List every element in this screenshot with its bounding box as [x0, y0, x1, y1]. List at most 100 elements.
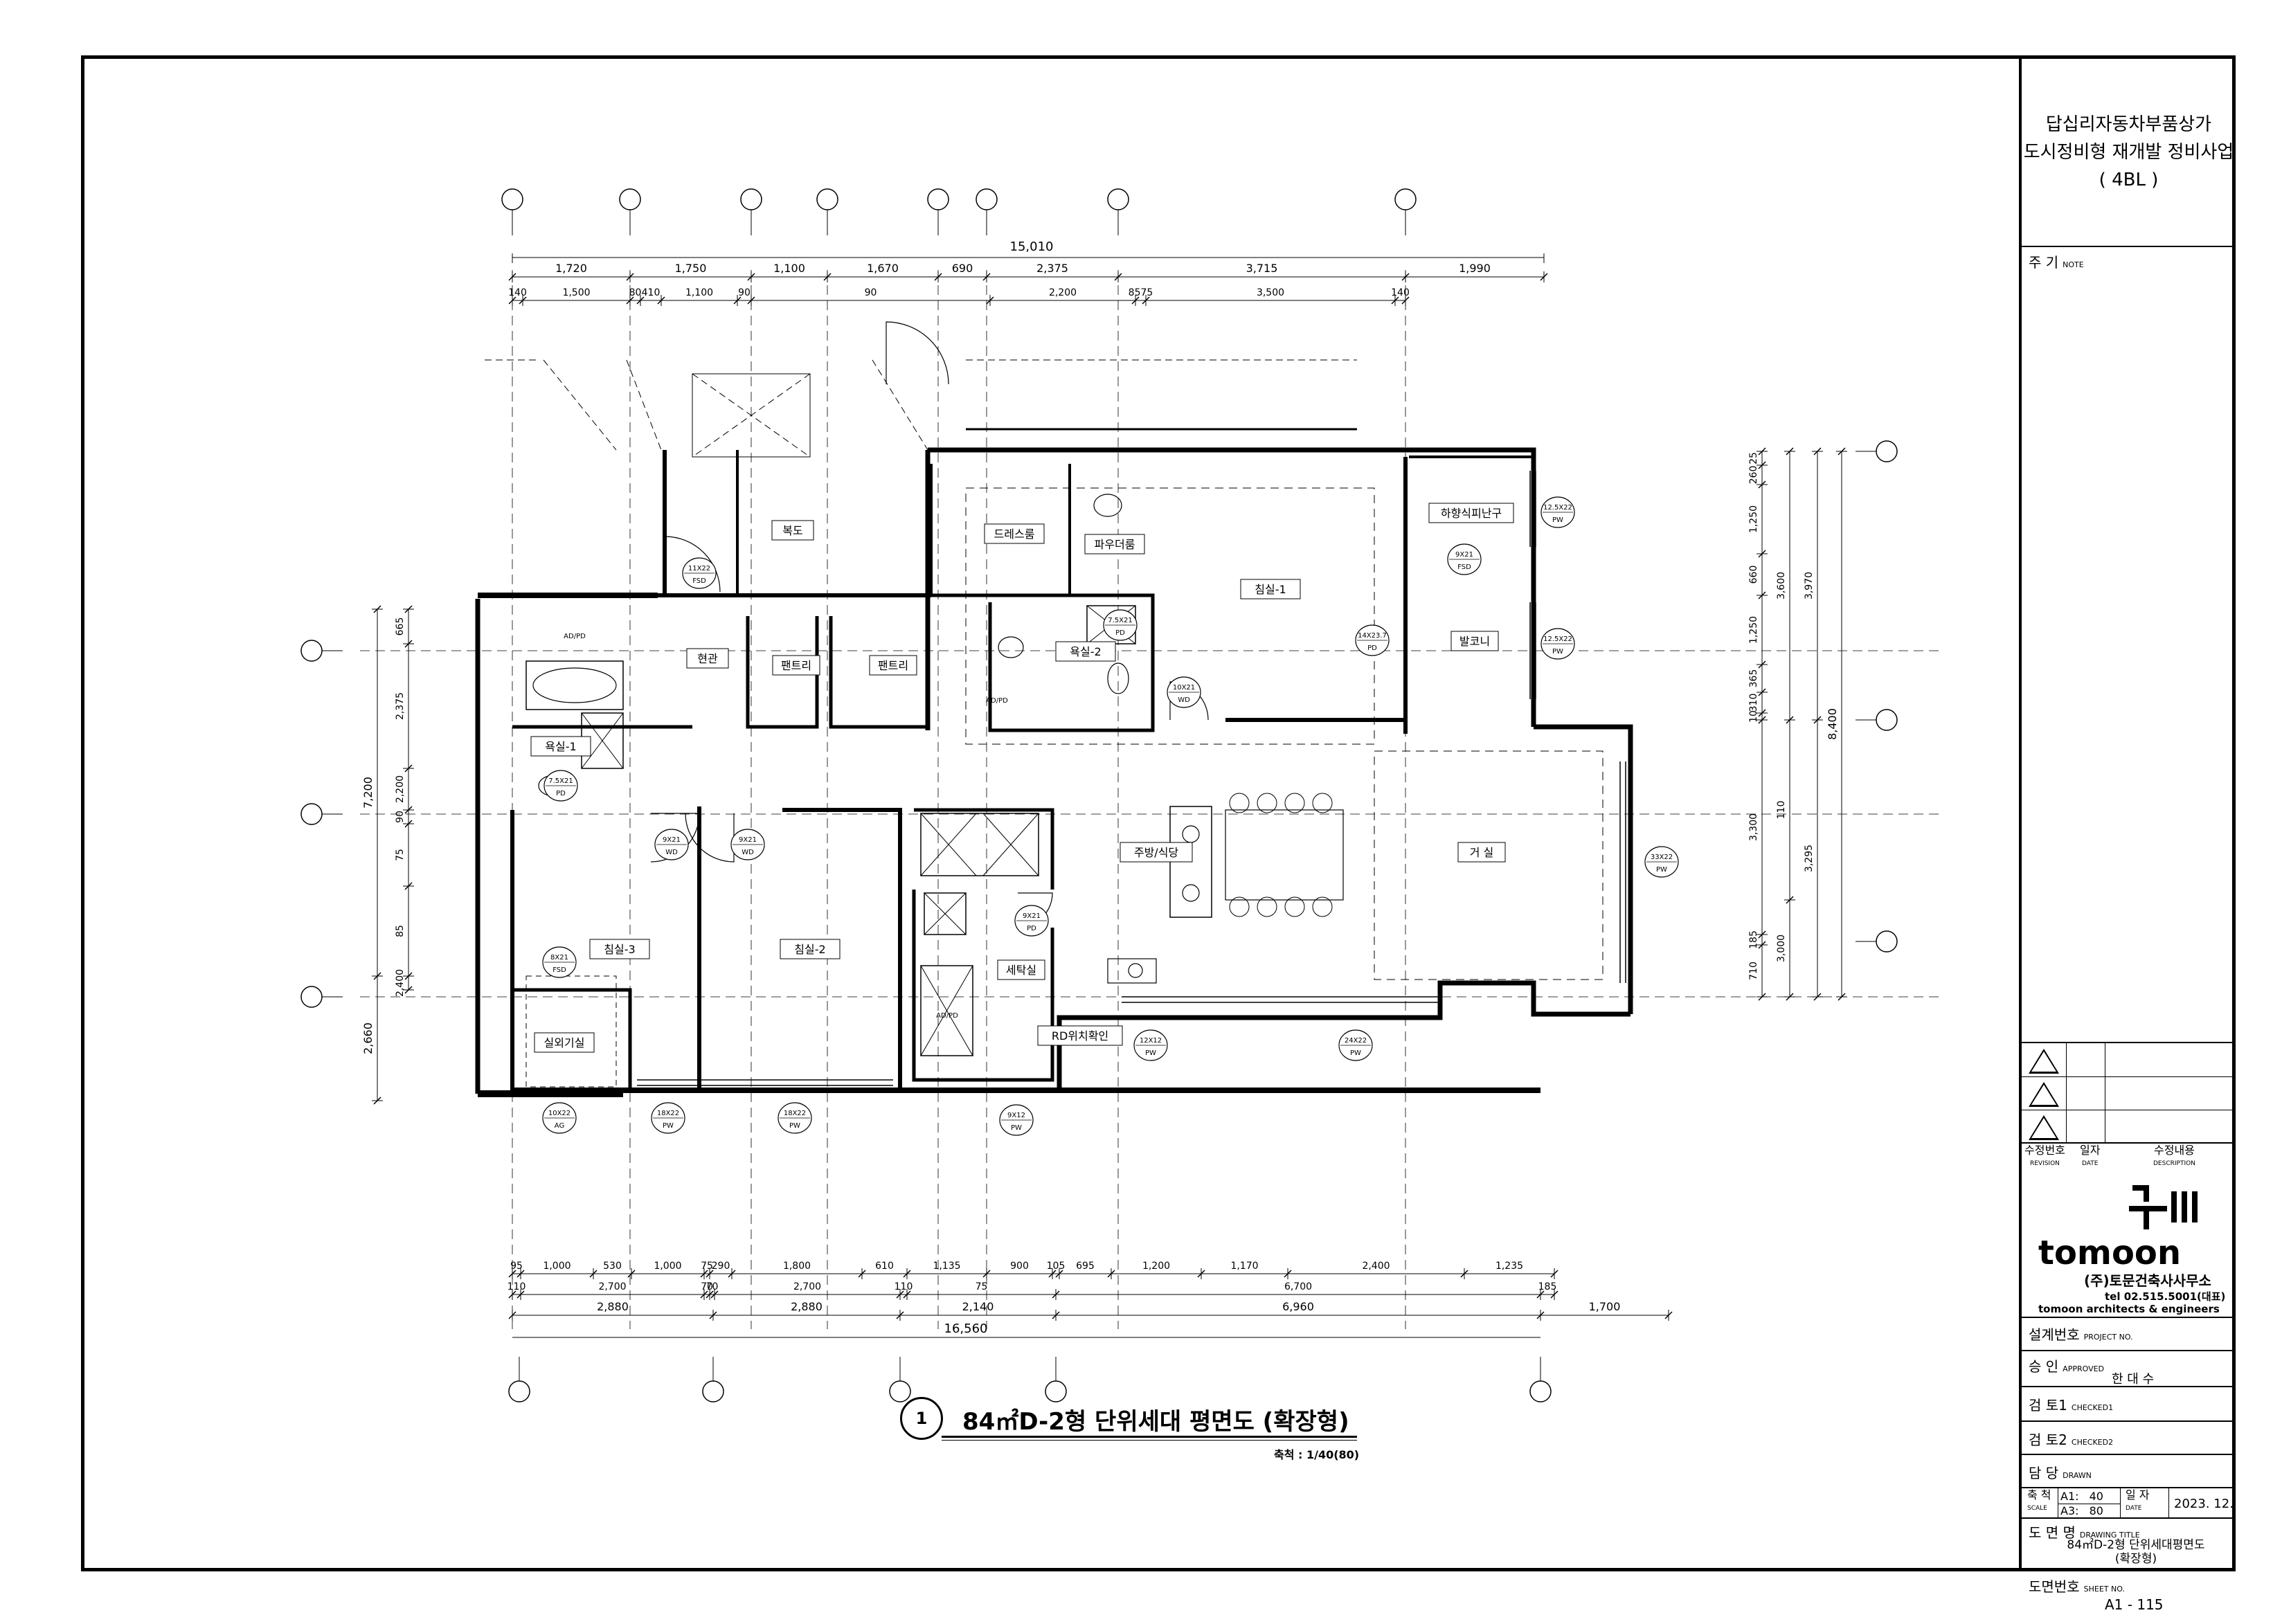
dimension-tick — [519, 296, 527, 305]
revision-desc-sub: DESCRIPTION — [2153, 1160, 2195, 1167]
shower-x — [581, 712, 624, 769]
dimension-tick — [1055, 1270, 1063, 1278]
dimension-right-b: 3,000 — [1776, 935, 1787, 962]
grid-bubble-icon — [1394, 188, 1417, 210]
dimension-tick — [1052, 1311, 1060, 1319]
room-label-box — [589, 939, 650, 959]
opening-tag-type-1: PD — [1367, 644, 1377, 652]
grid-bubble-icon — [300, 986, 323, 1008]
room-label-0: 복도 — [782, 524, 802, 537]
room-label-8: 팬트리 — [878, 659, 908, 672]
grid-bubble-icon — [501, 188, 523, 210]
room-label-1: 드레스룸 — [994, 527, 1035, 541]
dimension-tick — [1758, 688, 1766, 696]
dimension-tick — [636, 296, 645, 305]
dimension-tick — [404, 986, 413, 994]
dimension-tick — [373, 972, 381, 980]
dimension-right-b: 110 — [1776, 801, 1787, 820]
dimension-tick — [733, 296, 742, 305]
dimension-tick — [896, 1311, 904, 1319]
dimension-tick — [1391, 296, 1399, 305]
dimension-tick — [1401, 296, 1410, 305]
dimension-bottom-row2: 70 — [706, 1281, 719, 1292]
dimension-tick — [1813, 993, 1822, 1001]
dimension-top-row2: 410 — [642, 287, 661, 298]
opening-tag-size-16: 18X22 — [657, 1110, 679, 1117]
dimension-overall-bottom: 16,560 — [944, 1321, 988, 1336]
dimension-left-mid: 75 — [395, 849, 406, 861]
dimension-tick — [710, 1290, 719, 1299]
project-no-label: 설계번호 — [2029, 1326, 2080, 1343]
outdoor-unit-outline — [525, 975, 617, 1088]
dimension-left-mid: 2,375 — [395, 692, 406, 720]
room-label-box — [1120, 842, 1193, 863]
dimension-tick — [934, 273, 942, 281]
grid-bubble-icon — [1107, 188, 1129, 210]
chair-icon — [1312, 793, 1333, 813]
dimension-tick — [589, 1270, 598, 1278]
opening-tag-size-8: 9X21 — [663, 836, 681, 844]
grid-bubble-icon — [816, 188, 838, 210]
room-label-7: 팬트리 — [781, 659, 811, 672]
dimension-tick — [1401, 273, 1410, 281]
washer-x — [924, 892, 967, 935]
dimension-right-c: 3,970 — [1804, 572, 1815, 599]
drawing-title-value2: (확장형) — [2114, 1552, 2157, 1566]
grid-bubble-icon — [1876, 440, 1898, 462]
dimension-tick — [1114, 273, 1122, 281]
dimension-left-outer: 7,200 — [361, 777, 375, 809]
dimension-bottom-row1: 1,000 — [654, 1261, 681, 1272]
dimension-tick — [1786, 447, 1794, 455]
room-label-13: 침실-3 — [604, 943, 635, 956]
room-label-box — [984, 523, 1045, 544]
opening-tag-size-12: 8X21 — [550, 954, 568, 962]
dimension-tick — [1758, 461, 1766, 469]
grid-bubble-icon — [889, 1380, 911, 1402]
room-label-12: 거 실 — [1470, 846, 1494, 859]
dimension-tick — [627, 1270, 636, 1278]
project-no-sub: PROJECT NO. — [2083, 1333, 2133, 1342]
dimension-tick — [903, 1290, 911, 1299]
room-label-5: 발코니 — [1459, 635, 1490, 648]
company-english-name: tomoon architects & engineers — [2038, 1303, 2220, 1315]
bath-wall — [931, 593, 1155, 732]
dimension-tick — [1460, 1270, 1468, 1278]
dimension-top-row2: 8575 — [1129, 287, 1153, 298]
scale-a3-label: A3: — [2060, 1504, 2079, 1517]
dimension-right-a: 710 — [1748, 962, 1759, 980]
company-tel: tel 02.515.5001(대표) — [2105, 1290, 2226, 1303]
dimension-bottom-row3: 2,140 — [962, 1300, 994, 1313]
drawing-frame — [81, 55, 2236, 1571]
scale-label: 축 척 — [2027, 1488, 2051, 1501]
revision-triangle-icon — [2029, 1115, 2059, 1140]
dimension-tick — [1052, 1290, 1060, 1299]
grid-bubble-icon — [300, 640, 323, 662]
project-title: 답십리자동차부품상가 도시정비형 재개발 정비사업 ( 4BL ) — [2022, 111, 2236, 194]
opening-tag-size-2: 7.5X21 — [548, 777, 573, 785]
opening-tag-size-11: 33X22 — [1651, 854, 1673, 861]
dimension-tick — [903, 1270, 911, 1278]
dimension-bottom-row1: 695 — [1076, 1261, 1095, 1272]
dimension-tick — [706, 1270, 714, 1278]
interior-wall — [829, 616, 928, 729]
note-sub: NOTE — [2063, 260, 2084, 269]
dimension-bottom-row1: 530 — [603, 1261, 622, 1272]
revision-triangle-icon — [2029, 1049, 2059, 1074]
room-label-box — [780, 939, 841, 959]
room-label-box — [1055, 641, 1116, 662]
dimension-bottom-row3: 1,700 — [1589, 1300, 1621, 1313]
dimension-bottom-row1: 2,400 — [1362, 1261, 1390, 1272]
dimension-tick — [700, 1290, 708, 1299]
sheet-no-label: 도면번호 — [2029, 1578, 2080, 1595]
opening-tag-size-6: 12.5X22 — [1543, 635, 1572, 643]
drawn-sub: DRAWN — [2063, 1471, 2092, 1480]
dimension-tick — [747, 296, 755, 305]
opening-tag-type-8: WD — [665, 849, 678, 856]
dimension-top-row1: 2,375 — [1036, 262, 1068, 275]
dimension-tick — [1664, 1311, 1673, 1319]
drawing-title-text: 84㎡D-2형 단위세대 평면도 (확장형) — [962, 1408, 1349, 1436]
